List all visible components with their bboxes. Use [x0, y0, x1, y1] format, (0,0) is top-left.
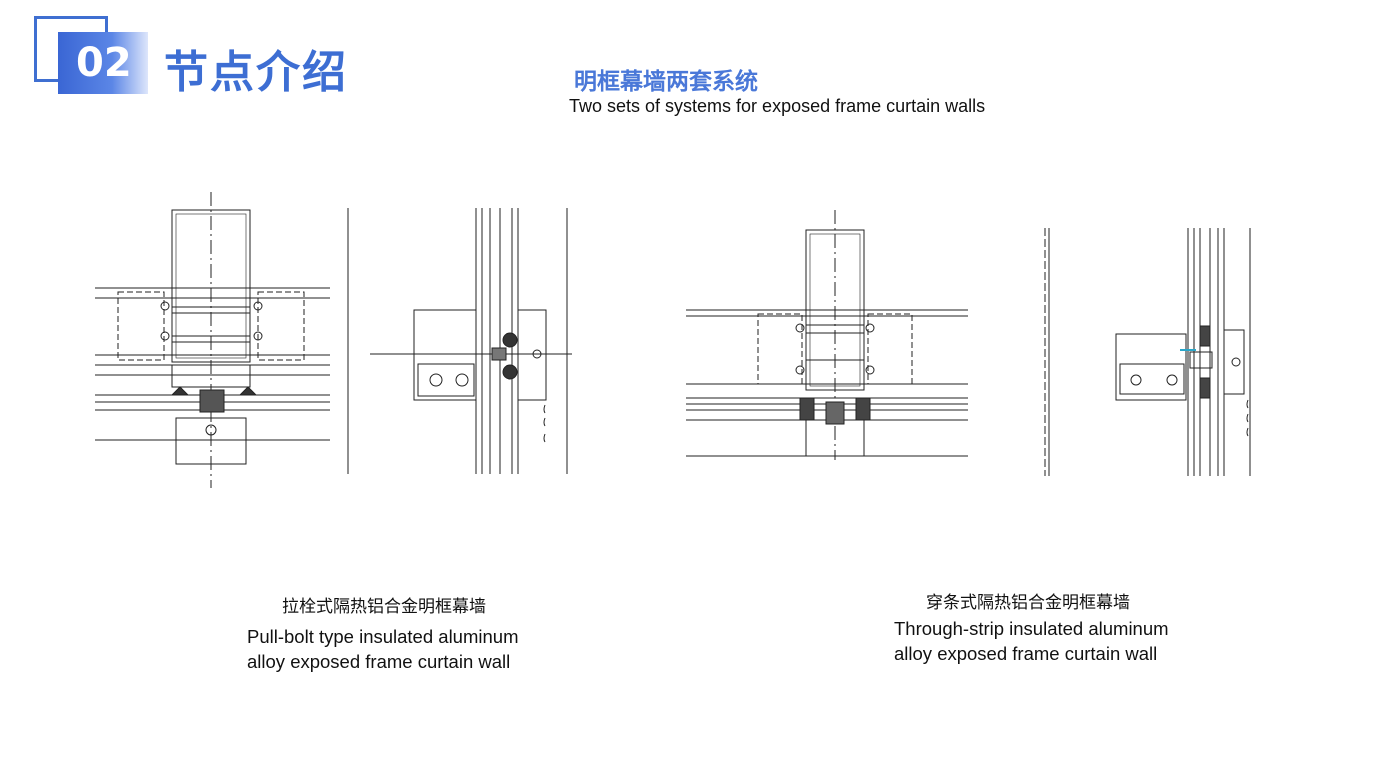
caption-throughstrip-cn: 穿条式隔热铝合金明框幕墙 [926, 593, 1130, 613]
caption-pullbolt-en: Pull-bolt type insulated aluminum alloy … [247, 626, 519, 672]
section-badge: 02 [58, 32, 148, 94]
drawing-throughstrip-section [686, 210, 968, 460]
section-title: 节点介绍 [164, 47, 348, 98]
main-title-cn: 明框幕墙两套系统 [574, 69, 758, 95]
caption-throughstrip-en: Through-strip insulated aluminum alloy e… [894, 618, 1169, 664]
drawing-pullbolt-vertical [347, 208, 572, 474]
caption-pullbolt-cn: 拉栓式隔热铝合金明框幕墙 [282, 597, 486, 617]
drawing-throughstrip-vertical [1044, 228, 1251, 476]
main-title-en: Two sets of systems for exposed frame cu… [569, 96, 986, 116]
drawing-pullbolt-section [95, 192, 330, 488]
section-number: 02 [76, 40, 132, 86]
